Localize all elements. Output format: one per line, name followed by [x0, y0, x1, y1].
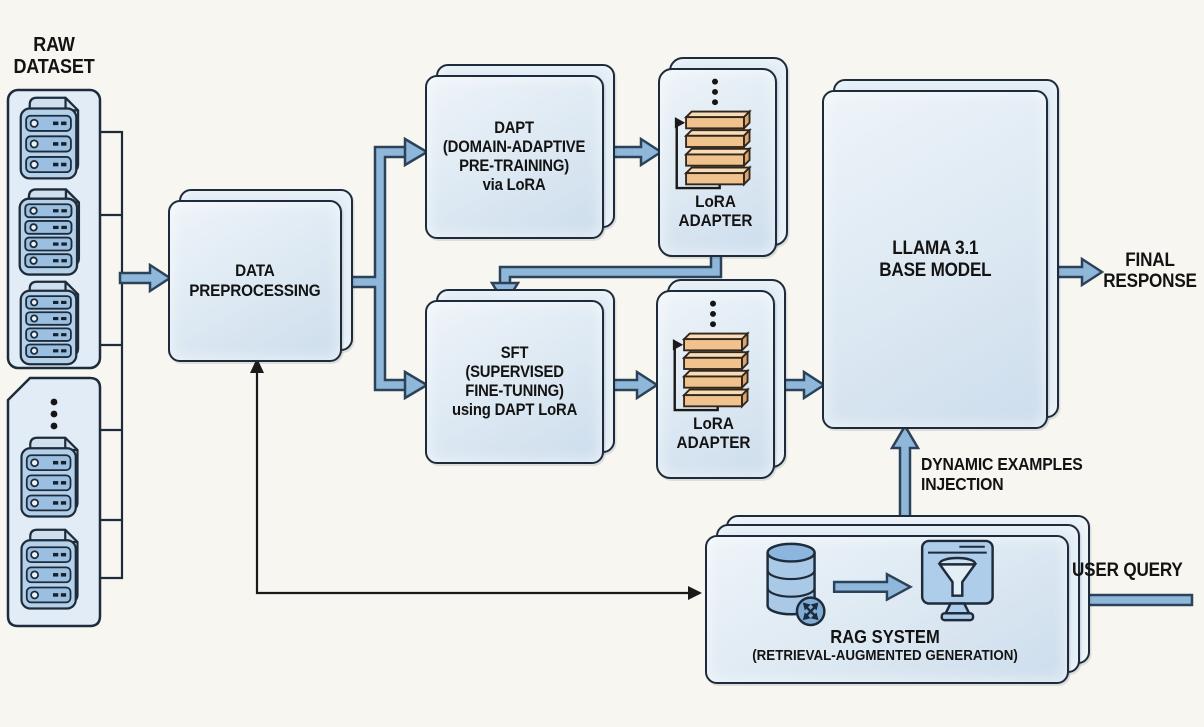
raw-dataset-group-1: [6, 88, 102, 370]
user-query-label: USER QUERY: [1072, 560, 1183, 581]
llama-base-model-node: LLAMA 3.1 BASE MODEL: [822, 79, 1059, 429]
ellipsis-icon: [50, 398, 58, 430]
funnel-monitor-icon: [920, 539, 994, 622]
server-stack-icon: [19, 280, 80, 366]
pipe-preprocessing-branch: [336, 145, 408, 392]
sft-node: SFT (SUPERVISED FINE-TUNING) using DAPT …: [425, 289, 615, 464]
loop-arrow-icon: [672, 339, 719, 412]
server-stack-icon: [19, 96, 80, 180]
card-front: DAPT (DOMAIN-ADAPTIVE PRE-TRAINING) via …: [425, 75, 604, 239]
raw-dataset-group-2: [6, 376, 102, 628]
lora-bars-icon: [674, 78, 752, 190]
final-response-label: FINAL RESPONSE: [1103, 250, 1197, 293]
card-front: SFT (SUPERVISED FINE-TUNING) using DAPT …: [425, 300, 604, 464]
data-preprocessing-node: DATA PREPROCESSING: [168, 189, 353, 362]
rag-system-node: RAG SYSTEM (RETRIEVAL-AUGMENTED GENERATI…: [705, 515, 1090, 684]
lora-adapter-label: LoRA ADAPTER: [678, 192, 753, 230]
lora-bars-icon: [672, 300, 750, 412]
loop-arrow-icon: [674, 117, 721, 190]
card-front: LLAMA 3.1 BASE MODEL: [822, 90, 1048, 429]
ellipsis-icon: [710, 300, 716, 328]
card-front: DATA PREPROCESSING: [168, 200, 342, 362]
arrow-dataset-to-preprocessing: [118, 262, 173, 294]
server-stack-icon: [20, 436, 79, 518]
database-icon: [766, 542, 826, 627]
preprocessing-rag-link-line: [250, 358, 702, 600]
rag-system-label: RAG SYSTEM (RETRIEVAL-AUGMENTED GENERATI…: [752, 627, 1018, 664]
server-stack-icon: [18, 188, 81, 276]
dynamic-injection-label: DYNAMIC EXAMPLES INJECTION: [921, 454, 1083, 494]
arrowhead-into-sft-left: [403, 369, 430, 401]
server-stack-icon: [20, 528, 79, 610]
arrowhead-into-dapt: [403, 136, 430, 168]
lora-adapter-bottom-node: LoRA ADAPTER: [656, 279, 786, 479]
rag-internal-arrow: [832, 572, 914, 602]
lora-adapter-label: LoRA ADAPTER: [676, 414, 751, 452]
card-front: [705, 535, 1069, 684]
raw-dataset-label: RAW DATASET: [13, 34, 95, 79]
ellipsis-icon: [712, 78, 718, 106]
lora-adapter-top-node: LoRA ADAPTER: [658, 57, 788, 257]
shuffle-arrows-icon: [795, 596, 826, 627]
dapt-node: DAPT (DOMAIN-ADAPTIVE PRE-TRAINING) via …: [425, 64, 615, 239]
rag-icons: [766, 539, 994, 627]
dataset-bus-line: [100, 130, 124, 580]
